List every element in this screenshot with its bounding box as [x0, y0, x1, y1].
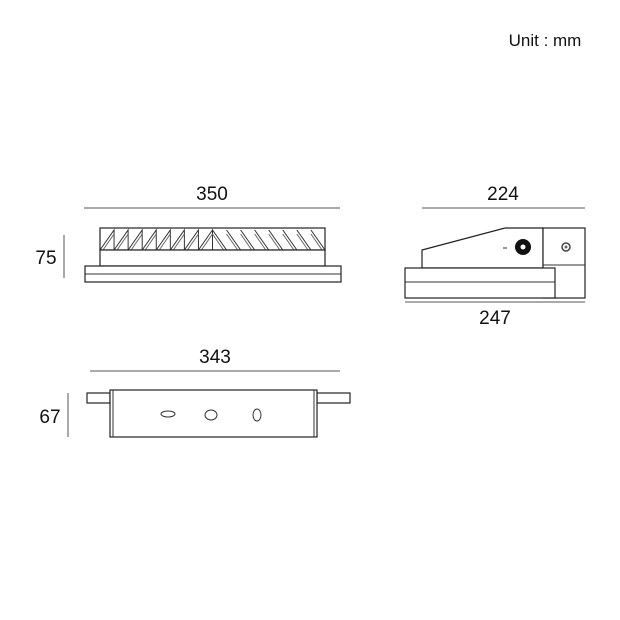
unit-label: Unit : mm: [509, 31, 582, 50]
side-top-width-label: 224: [487, 184, 519, 205]
side-base-plate: [404, 267, 556, 299]
bottom-view: 343 67: [39, 347, 351, 438]
round-hole: [204, 409, 218, 421]
slot-hole: [160, 410, 176, 418]
housing: [99, 249, 326, 267]
front-view: 350 75: [35, 184, 342, 283]
right-tab: [316, 392, 351, 404]
side-bottom-width-label: 247: [479, 308, 511, 329]
louver-blade: [183, 228, 199, 251]
louver-blade: [169, 228, 185, 251]
louver-blade: [99, 228, 115, 251]
left-tab: [86, 392, 111, 404]
louver-blade: [141, 228, 157, 251]
bottom-height-label: 67: [39, 407, 60, 428]
side-view: 224 247: [404, 184, 586, 329]
vertical-slot-hole: [252, 408, 262, 422]
front-height-label: 75: [35, 248, 56, 269]
bottom-width-label: 343: [199, 347, 231, 368]
louver-blade: [127, 228, 143, 251]
louver-blade: [155, 228, 171, 251]
louver-blade: [113, 228, 129, 251]
mounting-bracket: [109, 389, 318, 438]
front-width-label: 350: [196, 184, 228, 205]
